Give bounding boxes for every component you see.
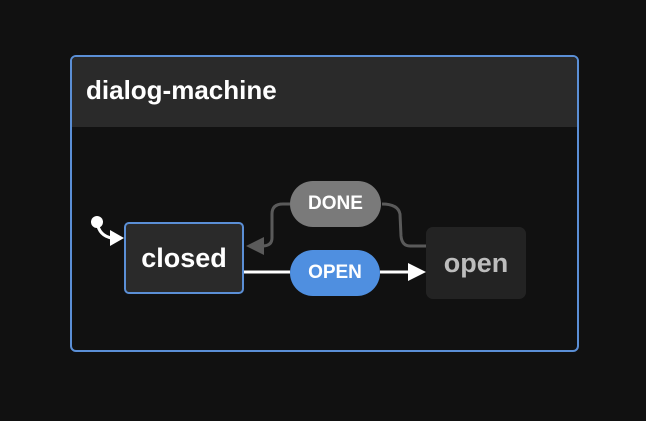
initial-arrow-icon: [110, 230, 124, 246]
initial-transition-line: [95, 221, 113, 240]
machine-title: dialog-machine: [86, 75, 277, 105]
machine-header: dialog-machine: [72, 57, 577, 127]
open-arrow-icon: [408, 263, 426, 281]
event-done-label: DONE: [308, 193, 363, 214]
done-arrow-icon: [246, 237, 264, 255]
state-closed-label: closed: [141, 242, 227, 273]
event-done-button[interactable]: DONE: [290, 181, 381, 227]
state-open[interactable]: open: [426, 227, 526, 299]
state-machine-container: dialog-machine: [70, 55, 579, 352]
done-transition-line: [261, 202, 426, 248]
event-open-label: OPEN: [308, 262, 362, 283]
state-open-label: open: [443, 247, 509, 278]
state-closed[interactable]: closed: [124, 222, 244, 294]
event-open-button[interactable]: OPEN: [290, 250, 380, 296]
